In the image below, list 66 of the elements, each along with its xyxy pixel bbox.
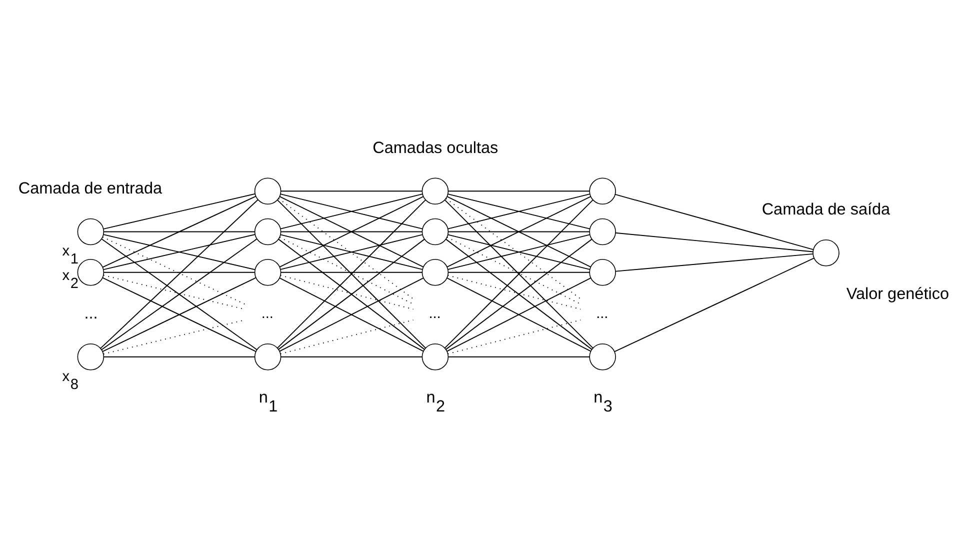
node-label: Valor genético xyxy=(846,284,949,303)
node-circle xyxy=(422,218,449,245)
connector xyxy=(447,234,590,270)
node-circle xyxy=(589,177,616,204)
node-circle xyxy=(254,177,282,204)
node-circle xyxy=(254,342,282,370)
connector xyxy=(277,199,426,348)
connector xyxy=(446,277,592,352)
connector xyxy=(448,190,590,192)
connector xyxy=(100,198,258,348)
node-text: ... xyxy=(596,306,608,322)
label: Camada de saída xyxy=(762,200,890,218)
node-circle xyxy=(77,342,104,370)
connector xyxy=(448,230,590,232)
connector xyxy=(614,257,814,352)
connector xyxy=(445,238,592,350)
connector xyxy=(103,234,256,270)
connector xyxy=(615,232,814,252)
connector xyxy=(447,193,590,229)
node-circle xyxy=(422,177,449,204)
connector xyxy=(615,252,814,272)
connector xyxy=(102,195,256,268)
connector xyxy=(103,230,256,232)
node-circle xyxy=(422,342,449,370)
connector xyxy=(280,319,414,354)
label: Camada de entrada xyxy=(18,179,162,198)
connector xyxy=(280,356,423,357)
label: ... xyxy=(84,304,98,322)
connector xyxy=(448,356,590,357)
connector xyxy=(448,271,590,272)
connector xyxy=(280,230,423,232)
node-circle xyxy=(77,218,104,245)
connector xyxy=(278,198,416,300)
connector xyxy=(446,198,582,300)
label: Camadas ocultas xyxy=(372,138,498,156)
connector xyxy=(447,319,582,354)
node-circle xyxy=(812,238,840,266)
node-circle xyxy=(422,258,449,286)
connector xyxy=(614,193,814,250)
node-text: ... xyxy=(261,306,274,322)
connector xyxy=(279,236,414,304)
connector xyxy=(280,190,423,192)
connector xyxy=(103,192,256,229)
connector xyxy=(280,193,423,229)
connector xyxy=(280,271,423,272)
connector xyxy=(103,356,256,357)
connector xyxy=(279,196,424,267)
connector xyxy=(446,196,592,267)
connector xyxy=(101,238,258,350)
node-circle xyxy=(254,258,282,286)
connector xyxy=(102,276,256,352)
node-circle xyxy=(589,342,616,370)
node-circle xyxy=(254,218,282,245)
connector xyxy=(278,238,425,350)
connector xyxy=(103,271,256,272)
connector xyxy=(444,199,594,348)
connector xyxy=(280,274,414,310)
node-circle xyxy=(589,218,616,245)
connector xyxy=(280,234,423,270)
connector xyxy=(279,277,424,352)
node-circle xyxy=(77,258,104,286)
node-text: ... xyxy=(428,306,441,322)
node-circle xyxy=(589,258,616,286)
connector xyxy=(447,274,582,310)
connector xyxy=(446,236,582,304)
connector xyxy=(102,236,246,305)
